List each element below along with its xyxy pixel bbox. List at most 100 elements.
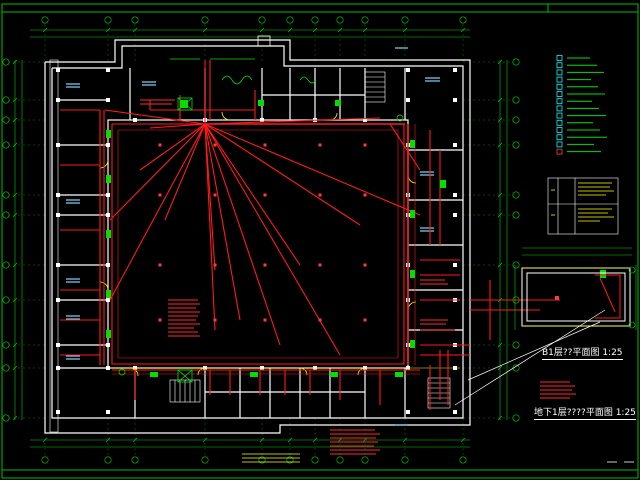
axis-bubble <box>2 364 10 372</box>
column <box>453 410 457 414</box>
ceiling-light <box>263 318 267 322</box>
axis-bubble <box>104 456 112 464</box>
axis-bubble <box>2 414 10 422</box>
column <box>453 213 457 217</box>
column <box>406 410 410 414</box>
ceiling-light <box>158 263 162 267</box>
column <box>106 343 110 347</box>
ceiling-light <box>213 143 217 147</box>
stair-north <box>364 71 386 103</box>
axis-bubble <box>2 96 10 104</box>
drawing-frame <box>1 3 639 479</box>
column <box>406 68 410 72</box>
axis-bubble <box>2 58 10 66</box>
column <box>106 298 110 302</box>
column <box>106 263 110 267</box>
legend-rows <box>556 55 607 155</box>
ceiling-light <box>158 193 162 197</box>
axis-bubble <box>2 211 10 219</box>
column <box>56 343 60 347</box>
legend-symbol <box>556 76 563 83</box>
column <box>106 193 110 197</box>
axis-bubble <box>2 191 10 199</box>
ceiling-light-grid <box>158 143 367 322</box>
legend-symbol <box>556 91 563 97</box>
ceiling-light <box>318 143 322 147</box>
axis-bubble <box>2 261 10 269</box>
legend <box>547 55 619 235</box>
axis-bubble <box>512 116 520 124</box>
electrical-devices <box>106 100 606 377</box>
legend-symbol <box>556 127 563 133</box>
column <box>56 68 60 72</box>
axis-bubble <box>512 211 520 219</box>
legend-notes-text <box>551 182 614 222</box>
column <box>260 118 264 122</box>
stair-east <box>427 377 451 409</box>
legend-symbol <box>556 141 563 148</box>
column <box>453 143 457 147</box>
power-wiring <box>60 60 540 410</box>
axis-bubbles <box>2 16 520 464</box>
legend-symbol <box>556 98 563 105</box>
axis-bubble <box>512 414 520 422</box>
legend-symbol <box>556 119 563 126</box>
axis-bubble <box>2 341 10 349</box>
device-outline-marks <box>118 75 404 383</box>
ceiling-light <box>363 318 367 322</box>
ceiling-light <box>263 193 267 197</box>
column <box>56 213 60 217</box>
axis-bubble <box>512 261 520 269</box>
ceiling-light <box>318 193 322 197</box>
column <box>106 410 110 414</box>
column <box>56 98 60 102</box>
column <box>56 143 60 147</box>
axis-bubble <box>286 16 294 24</box>
column <box>453 193 457 197</box>
column <box>106 143 110 147</box>
detail-plan <box>514 247 637 330</box>
axis-bubble <box>512 341 520 349</box>
ceiling-light <box>263 143 267 147</box>
legend-symbol <box>556 55 563 61</box>
axis-bubble <box>2 141 10 149</box>
ceiling-light <box>158 318 162 322</box>
axis-bubble <box>512 191 520 199</box>
legend-notes-table <box>547 177 619 235</box>
axis-bubble <box>512 58 520 66</box>
axis-bubble <box>41 16 49 24</box>
ceiling-light <box>213 318 217 322</box>
column <box>106 366 110 370</box>
legend-symbol <box>556 148 563 155</box>
axis-bubble <box>311 456 319 464</box>
column <box>56 263 60 267</box>
axis-bubble <box>512 96 520 104</box>
legend-symbol <box>556 134 563 141</box>
axis-bubble <box>201 16 209 24</box>
wiring-note-blocks <box>140 99 576 455</box>
column <box>406 98 410 102</box>
ceiling-light <box>363 263 367 267</box>
ceiling-light <box>213 193 217 197</box>
axis-bubble <box>104 16 112 24</box>
axis-bubble <box>258 16 266 24</box>
axis-bubble <box>286 456 294 464</box>
column <box>56 410 60 414</box>
column <box>106 213 110 217</box>
axis-bubble <box>401 456 409 464</box>
legend-symbol <box>556 112 563 119</box>
ceiling-light <box>363 193 367 197</box>
axis-bubble <box>2 296 10 304</box>
column <box>56 366 60 370</box>
column <box>106 98 110 102</box>
axis-bubble <box>361 16 369 24</box>
room-label-marks <box>66 47 440 426</box>
axis-bubble <box>336 456 344 464</box>
column <box>56 298 60 302</box>
main-plan-title: 地下1层????平面图 1:25 <box>534 408 636 420</box>
axis-bubble <box>459 16 467 24</box>
column <box>133 118 137 122</box>
stair-south <box>169 379 201 403</box>
column <box>453 263 457 267</box>
axis-bubble <box>512 141 520 149</box>
